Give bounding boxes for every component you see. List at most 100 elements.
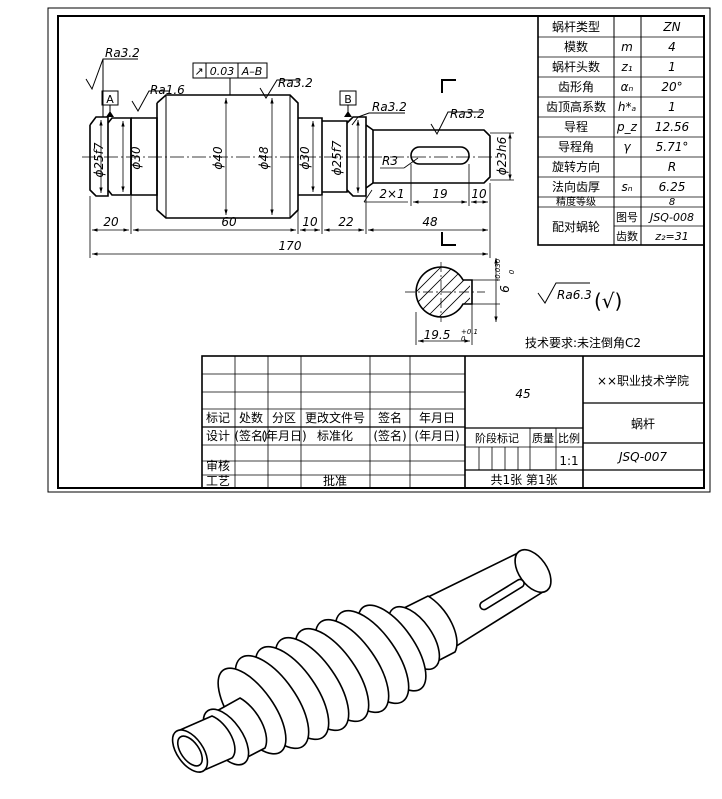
- tb-design: (签名): [373, 428, 406, 443]
- param-name: 精度等级: [556, 195, 596, 208]
- length-dimensions: [89, 157, 491, 258]
- tb-scale: 1:1: [559, 454, 578, 468]
- param-symbol: p_z: [616, 120, 638, 134]
- param-value: 5.71°: [656, 140, 689, 154]
- dim-d2: ϕ30: [129, 146, 143, 170]
- tb-part-name: 蜗杆: [631, 416, 655, 431]
- tb-design: (年月日): [414, 429, 459, 443]
- technical-requirement: 技术要求:未注倒角C2: [525, 335, 641, 350]
- parameter-table: [537, 15, 705, 246]
- tb-school: ××职业技术学院: [597, 373, 689, 388]
- dim-l1: 20: [103, 215, 119, 229]
- section-width-tol-up: -0.030: [494, 258, 502, 281]
- datum-b-triangle: [344, 111, 352, 117]
- param-name: 导程: [564, 119, 588, 134]
- param-value: 4: [668, 40, 676, 54]
- diameter-dimensions: [99, 98, 514, 215]
- param-name: 法向齿厚: [552, 179, 600, 194]
- param-name: 导程角: [558, 139, 594, 154]
- dim-d4: ϕ48: [257, 146, 271, 170]
- tb-approve: 批准: [323, 473, 347, 488]
- dim-d1: ϕ25f7: [92, 142, 106, 177]
- section-depth: 19.5: [424, 328, 451, 342]
- param-value: 6.25: [659, 180, 686, 194]
- parameter-table-text: 蜗杆类型 ZN 模数 m 4 蜗杆头数 z₁ 1 齿形角 αₙ 20° 齿顶高系…: [546, 19, 694, 243]
- param-name: 齿形角: [558, 80, 594, 94]
- dim-d7: ϕ23h6: [495, 136, 509, 175]
- title-block: [201, 355, 705, 489]
- dim-l2: 60: [221, 215, 237, 229]
- param-name: 旋转方向: [552, 159, 600, 174]
- tb-review: 审核: [206, 458, 230, 473]
- roughness-symbols: [85, 58, 590, 304]
- mate-drawing-no-label: 图号: [616, 211, 638, 224]
- roughness-4: Ra3.2: [372, 100, 407, 114]
- mate-drawing-no: JSQ-008: [648, 211, 694, 224]
- roughness-3: Ra3.2: [278, 76, 313, 90]
- param-symbol: αₙ: [621, 80, 634, 94]
- roughness-5: Ra3.2: [450, 107, 485, 121]
- param-value: 8: [669, 197, 675, 208]
- roughness-1: Ra3.2: [105, 46, 140, 60]
- datum-a: A: [106, 93, 114, 106]
- tb-design: (年月日): [261, 429, 306, 443]
- title-block-text: 标记 处数 分区 更改文件号 签名 年月日 设计 (签名) (年月日) 标准化 …: [206, 373, 689, 488]
- tb-header: 分区: [272, 411, 296, 425]
- tolerance-value: 0.03: [210, 65, 235, 78]
- tb-header: 标记: [206, 411, 230, 425]
- tb-header: 处数: [239, 410, 263, 425]
- datum-b: B: [344, 93, 352, 106]
- dim-key-length: 19: [432, 187, 447, 201]
- worm-shaft-3d-view: [171, 548, 552, 774]
- dim-chamfer: 2×1: [379, 187, 404, 201]
- tb-mass-label: 质量: [532, 432, 554, 445]
- param-name: 蜗杆类型: [552, 19, 600, 34]
- shaft-main-view: [82, 94, 500, 219]
- tb-sheets: 共1张 第1张: [490, 473, 557, 487]
- tb-drawing-no: JSQ-007: [617, 450, 667, 464]
- param-value: 1: [668, 100, 676, 114]
- tb-process: 工艺: [206, 474, 230, 488]
- param-name: 蜗杆头数: [552, 59, 600, 74]
- datum-a-triangle: [106, 111, 114, 117]
- dim-d5: ϕ30: [298, 146, 312, 170]
- dim-total: 170: [279, 239, 302, 253]
- dim-l3: 10: [302, 215, 318, 229]
- tb-design: 标准化: [317, 429, 353, 443]
- param-value: R: [668, 160, 676, 174]
- tb-stage-label: 阶段标记: [475, 431, 519, 445]
- param-value: 20°: [661, 80, 682, 94]
- tb-header: 签名: [378, 410, 402, 425]
- param-value: ZN: [662, 20, 680, 34]
- section-depth-tol-up: +0.1: [461, 328, 478, 336]
- param-value: 12.56: [655, 120, 690, 134]
- param-name: 齿顶高系数: [546, 99, 606, 114]
- roughness-other: Ra6.3: [557, 288, 592, 302]
- section-width-tol: 0: [508, 269, 516, 274]
- mate-teeth-label: 齿数: [616, 230, 638, 243]
- dim-d3: ϕ40: [211, 146, 225, 170]
- runout-icon: ↗: [194, 65, 203, 78]
- roughness-2: Ra1.6: [150, 83, 185, 97]
- param-value: 1: [668, 60, 676, 74]
- mate-gear-label: 配对蜗轮: [552, 219, 600, 234]
- tb-header: 更改文件号: [305, 410, 365, 425]
- param-symbol: γ: [623, 140, 631, 154]
- param-symbol: m: [621, 40, 633, 54]
- tb-scale-label: 比例: [558, 431, 580, 445]
- param-symbol: sₙ: [621, 180, 632, 194]
- tb-design: (签名): [234, 428, 267, 443]
- section-markers: [441, 79, 456, 246]
- param-symbol: h*ₐ: [618, 100, 637, 114]
- param-name: 模数: [564, 39, 588, 54]
- dim-key-offset: 10: [471, 187, 487, 201]
- dim-radius: R3: [382, 154, 398, 168]
- tb-design: 设计: [206, 429, 230, 443]
- tb-material: 45: [515, 387, 530, 401]
- section-depth-tol: 0: [461, 335, 466, 343]
- tb-header: 年月日: [419, 411, 455, 425]
- tolerance-datum: A–B: [241, 65, 263, 78]
- dim-l4: 22: [338, 215, 353, 229]
- outer-frame: [47, 7, 711, 493]
